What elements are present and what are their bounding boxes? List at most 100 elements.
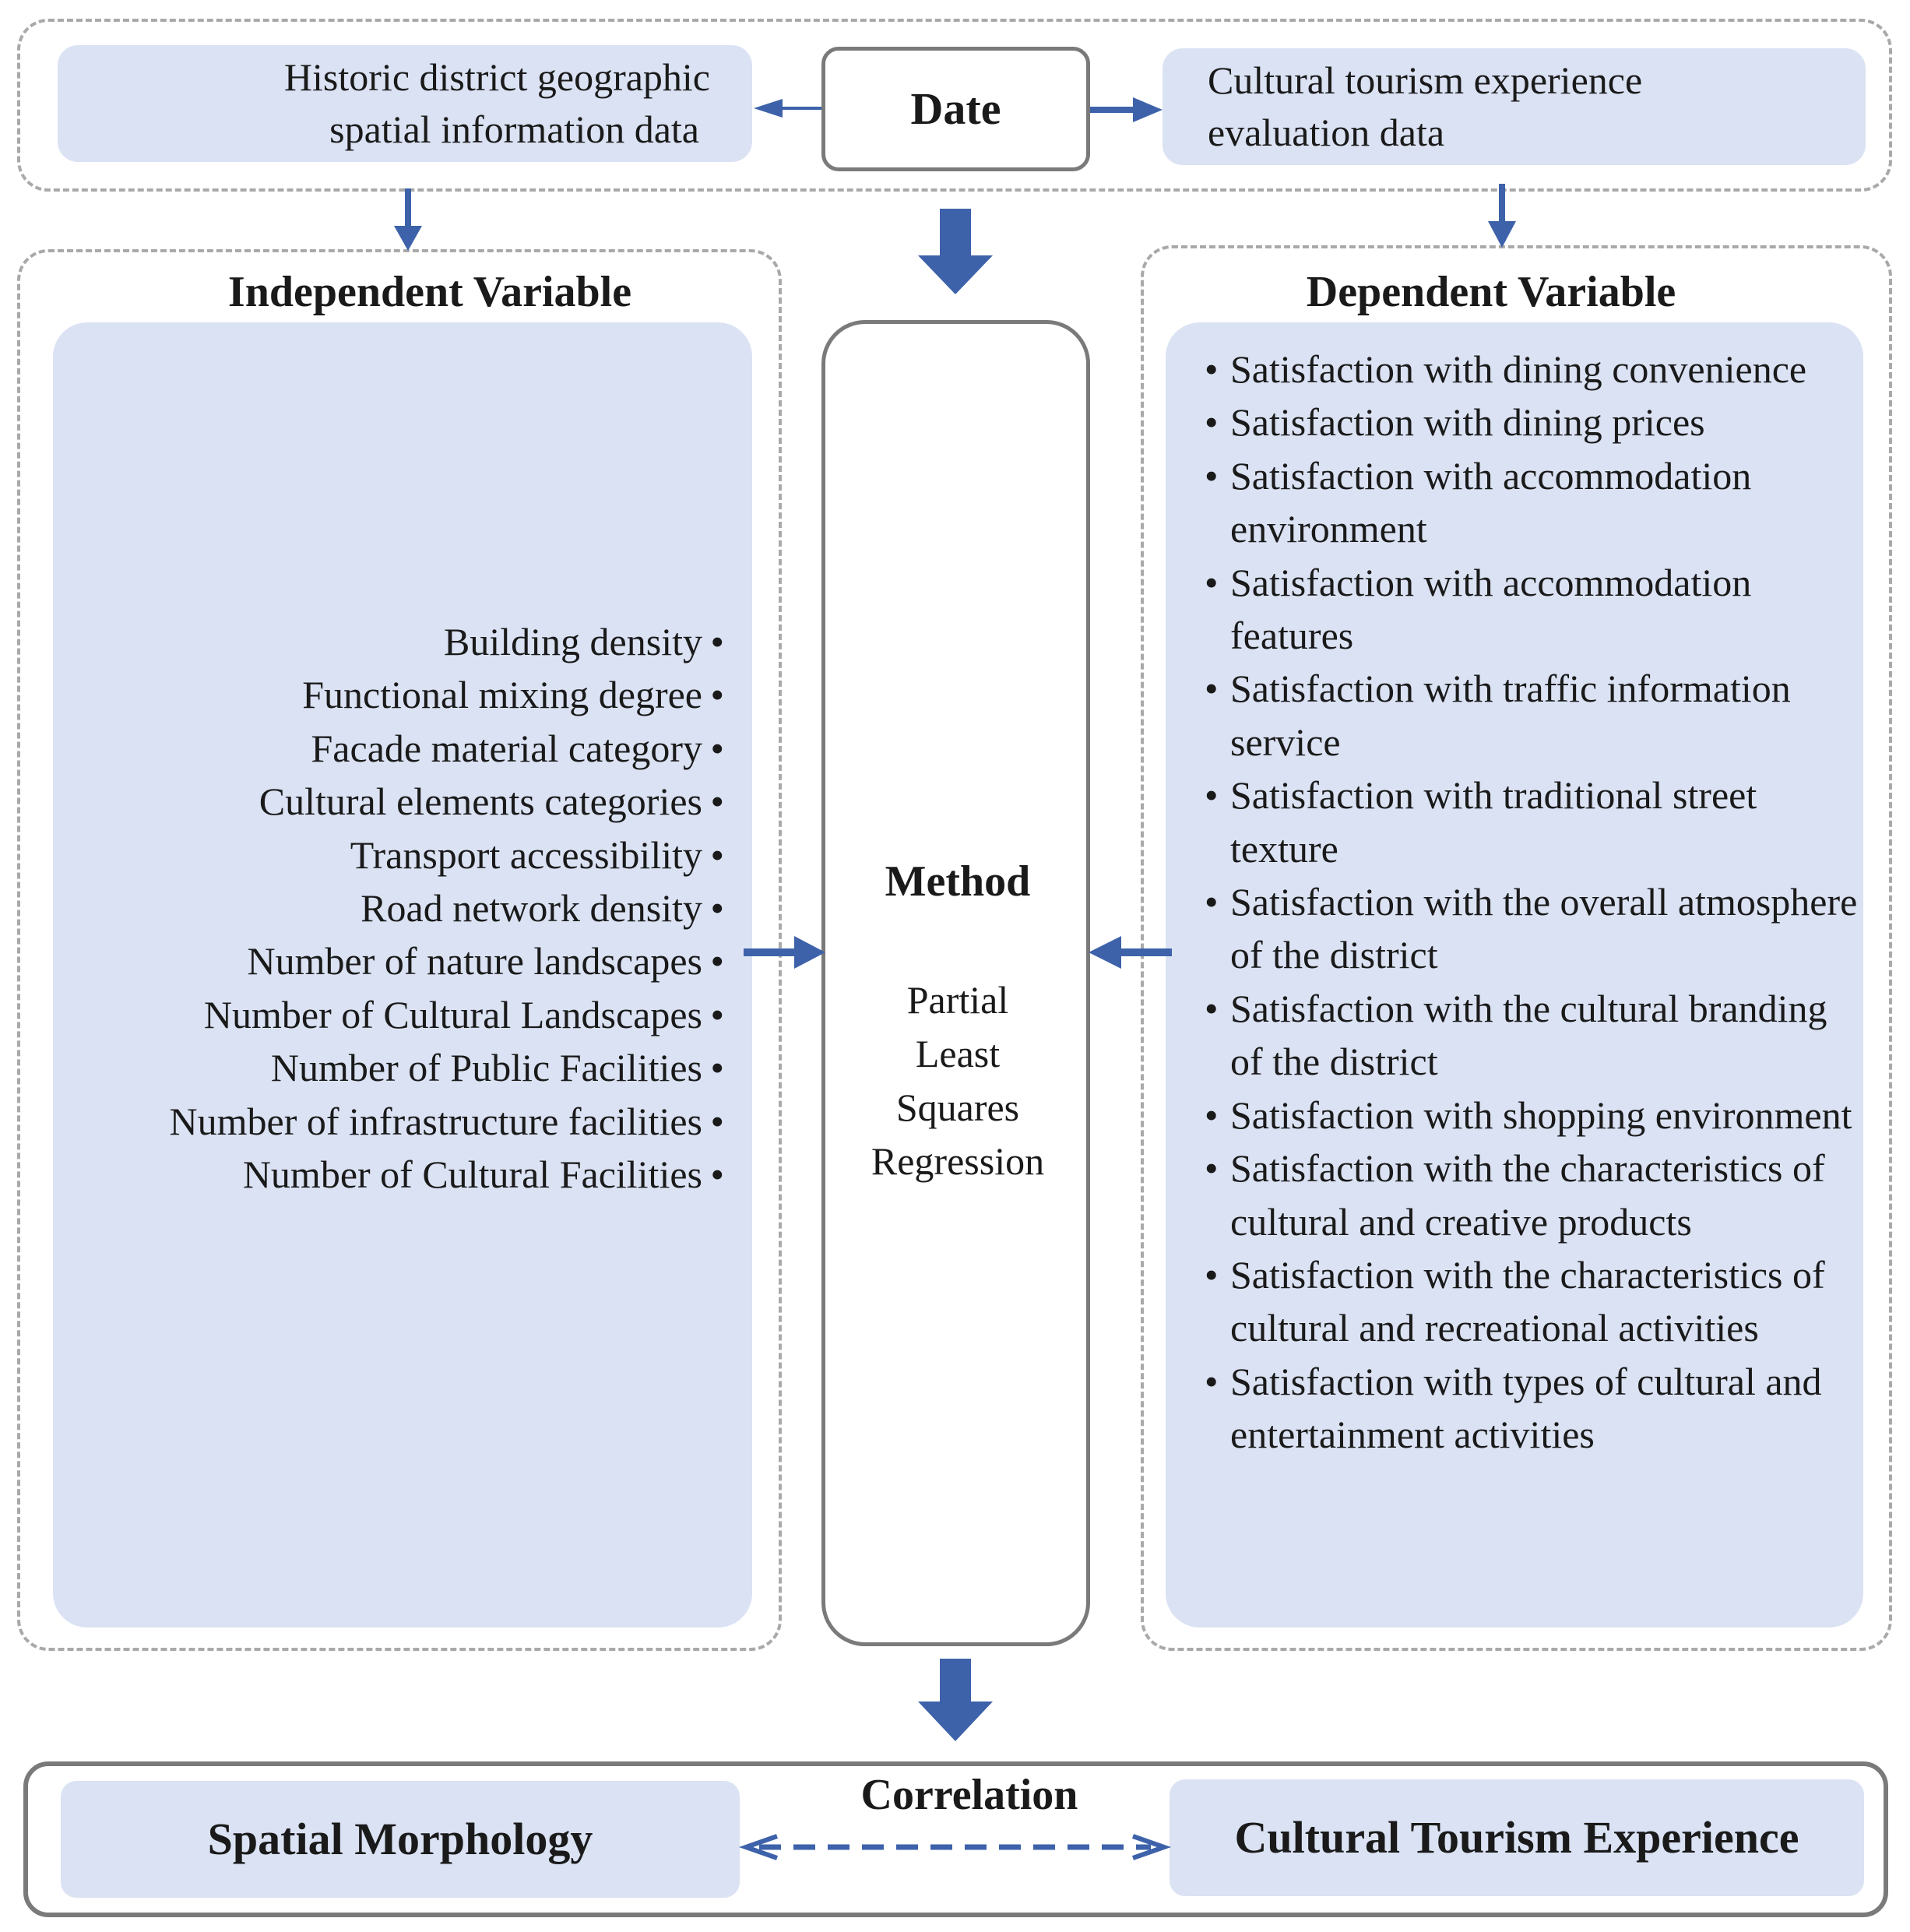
- bullet-icon: •: [1205, 1146, 1219, 1191]
- dependent-variable-item-text: Satisfaction with accommodation environm…: [1230, 453, 1752, 551]
- dependent-variable-list: •Satisfaction with dining convenience•Sa…: [1195, 343, 1865, 1462]
- evaluation-to-dependent-arrow: [1488, 184, 1516, 248]
- independent-variable-item: Number of nature landscapes•: [62, 934, 725, 987]
- date-to-method-arrow: [918, 209, 993, 294]
- dependent-variable-item-text: Satisfaction with traditional street tex…: [1230, 773, 1757, 871]
- independent-variable-item: Cultural elements categories•: [62, 775, 724, 828]
- dependent-variable-item-text: Satisfaction with the characteristics of…: [1230, 1252, 1825, 1350]
- evaluation-data-line-1: Cultural tourism experience: [1208, 58, 1643, 102]
- bullet-icon: •: [1205, 560, 1219, 604]
- independent-variable-item: Number of Public Facilities•: [62, 1041, 724, 1094]
- bullet-icon: •: [710, 779, 724, 824]
- bullet-icon: •: [710, 620, 724, 663]
- independent-variable-item-text: Transport accessibility: [350, 832, 702, 877]
- bullet-icon: •: [1205, 880, 1219, 924]
- date-box: Date: [821, 47, 1090, 171]
- dependent-variable-item-text: Satisfaction with shopping environment: [1230, 1093, 1852, 1137]
- independent-variable-item-text: Number of Public Facilities: [270, 1046, 702, 1090]
- cultural-tourism-experience-box: Cultural Tourism Experience: [1170, 1779, 1864, 1896]
- spatial-morphology-label: Spatial Morphology: [207, 1814, 593, 1864]
- dependent-variable-item-text: Satisfaction with types of cultural and …: [1230, 1359, 1822, 1457]
- dependent-variable-item: •Satisfaction with types of cultural and…: [1195, 1355, 1865, 1462]
- bullet-icon: •: [710, 1046, 724, 1090]
- independent-variable-item-text: Facade material category: [311, 726, 703, 770]
- dependent-variable-heading: Dependent Variable: [1306, 268, 1676, 316]
- method-box: [821, 320, 1090, 1646]
- dependent-variable-box: [1166, 322, 1863, 1628]
- spatial-data-box: Historic district geographic spatial inf…: [58, 45, 752, 162]
- independent-variable-item-text: Cultural elements categories: [259, 779, 702, 824]
- method-line-1: Partial: [906, 978, 1009, 1022]
- dependent-variable-item: •Satisfaction with shopping environment: [1195, 1089, 1865, 1142]
- cultural-tourism-experience-label: Cultural Tourism Experience: [1234, 1812, 1799, 1863]
- spatial-to-independent-arrow: [394, 188, 422, 251]
- bullet-icon: •: [1205, 1252, 1219, 1297]
- method-line-2: Least: [915, 1032, 1001, 1075]
- bullet-icon: •: [1205, 773, 1219, 818]
- dependent-variable-item: •Satisfaction with traffic information s…: [1195, 662, 1865, 769]
- independent-variable-item-text: Functional mixing degree: [302, 673, 702, 717]
- dependent-variable-item-text: Satisfaction with traffic information se…: [1230, 667, 1791, 764]
- bullet-icon: •: [710, 832, 724, 877]
- independent-variable-item-text: Building density: [444, 620, 702, 663]
- bullet-icon: •: [710, 1153, 724, 1197]
- dependent-variable-item: •Satisfaction with traditional street te…: [1195, 769, 1865, 875]
- evaluation-data-text: Cultural tourism experience evaluation d…: [1208, 55, 1846, 159]
- method-line-4: Regression: [871, 1139, 1045, 1183]
- bullet-icon: •: [710, 1099, 724, 1143]
- dependent-variable-item: •Satisfaction with the characteristics o…: [1195, 1142, 1865, 1248]
- evaluation-data-box: Cultural tourism experience evaluation d…: [1163, 48, 1866, 165]
- bullet-icon: •: [1205, 347, 1219, 391]
- dependent-variable-item: •Satisfaction with dining convenience: [1195, 343, 1865, 396]
- dependent-variable-item-text: Satisfaction with the overall atmosphere…: [1230, 880, 1858, 977]
- independent-variable-list: Building density•Functional mixing degre…: [62, 615, 724, 1201]
- independent-variable-item-text: Road network density: [361, 886, 702, 931]
- spatial-data-line-1: Historic district geographic: [283, 55, 710, 99]
- independent-variable-box: [53, 322, 752, 1628]
- spatial-morphology-box: Spatial Morphology: [61, 1781, 740, 1898]
- evaluation-data-line-2: evaluation data: [1208, 111, 1445, 154]
- data-section-frame: [17, 19, 1892, 192]
- independent-variable-item: Transport accessibility•: [62, 829, 724, 882]
- bullet-icon: •: [710, 939, 724, 984]
- bullet-icon: •: [1205, 667, 1219, 711]
- spatial-data-text: Historic district geographic spatial inf…: [58, 51, 710, 156]
- independent-variable-item-text: Number of nature landscapes: [247, 939, 703, 984]
- independent-variable-item: Road network density•: [62, 882, 724, 934]
- dependent-variable-item-text: Satisfaction with the cultural branding …: [1230, 986, 1827, 1084]
- bullet-icon: •: [1205, 453, 1219, 498]
- dependent-variable-item-text: Satisfaction with dining prices: [1230, 400, 1705, 445]
- spatial-data-line-2: spatial information data: [329, 107, 699, 151]
- independent-variable-item: Number of infrastructure facilities•: [62, 1095, 724, 1148]
- dependent-variable-item-text: Satisfaction with accommodation features: [1230, 560, 1752, 658]
- independent-variable-item: Number of Cultural Landscapes•: [62, 988, 724, 1041]
- method-to-result-arrow: [918, 1659, 993, 1741]
- method-line-3: Squares: [895, 1086, 1020, 1129]
- dependent-variable-item: •Satisfaction with dining prices: [1195, 396, 1865, 449]
- independent-variable-item: Functional mixing degree•: [62, 668, 724, 721]
- method-heading: Method: [885, 857, 1031, 906]
- independent-variable-item: Building density•: [62, 615, 724, 668]
- bullet-icon: •: [710, 673, 724, 717]
- bullet-icon: •: [710, 726, 724, 770]
- dependent-variable-item-text: Satisfaction with the characteristics of…: [1230, 1146, 1825, 1244]
- bullet-icon: •: [710, 992, 724, 1036]
- date-label: Date: [910, 83, 1001, 134]
- dependent-variable-item: •Satisfaction with accommodation environ…: [1195, 449, 1865, 556]
- independent-variable-item-text: Number of infrastructure facilities: [169, 1099, 702, 1143]
- independent-variable-item: Number of Cultural Facilities•: [62, 1148, 724, 1201]
- independent-variable-heading: Independent Variable: [227, 268, 632, 316]
- bullet-icon: •: [710, 886, 724, 931]
- dependent-variable-item: •Satisfaction with the characteristics o…: [1195, 1248, 1865, 1355]
- dependent-variable-item-text: Satisfaction with dining convenience: [1230, 347, 1807, 391]
- method-name: Partial Least Squares Regression: [825, 973, 1090, 1188]
- independent-variable-item-text: Number of Cultural Landscapes: [203, 992, 702, 1036]
- bullet-icon: •: [1205, 1359, 1219, 1403]
- dependent-variable-item: •Satisfaction with the cultural branding…: [1195, 982, 1865, 1089]
- correlation-label: Correlation: [860, 1771, 1078, 1819]
- dependent-variable-item: •Satisfaction with the overall atmospher…: [1195, 875, 1865, 982]
- independent-variable-item: Facade material category•: [62, 722, 725, 775]
- dependent-variable-item: •Satisfaction with accommodation feature…: [1195, 556, 1865, 663]
- bullet-icon: •: [1205, 1093, 1219, 1137]
